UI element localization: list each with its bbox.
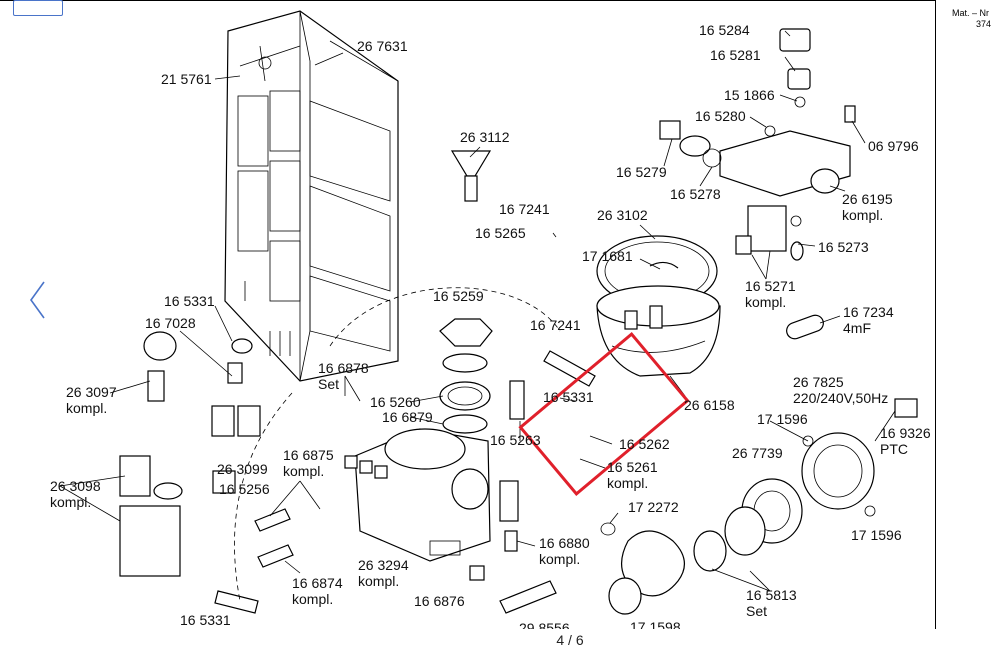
part-label: 16 6874 <box>292 575 343 591</box>
part-label: 16 6875 <box>283 447 334 463</box>
leader-lines <box>59 30 896 592</box>
part-label: 26 7631 <box>357 38 408 54</box>
part-label: 16 5278 <box>670 186 721 202</box>
part-label: 220/240V,50Hz <box>793 390 889 406</box>
part-label: 16 7241 <box>499 201 550 217</box>
part-label: 16 5261 <box>607 459 658 475</box>
part-label: 16 5262 <box>619 436 670 452</box>
part-label: 16 5271 <box>745 278 796 294</box>
part-label: 26 3294 <box>358 557 409 573</box>
part-label: kompl. <box>283 463 325 479</box>
part-label: 16 5263 <box>490 432 541 448</box>
material-number-label: Mat. – Nr <box>952 8 990 18</box>
part-label: 26 6195 <box>842 191 893 207</box>
part-label: 16 5284 <box>699 22 750 38</box>
part-label: kompl. <box>50 494 92 510</box>
part-label: 16 5281 <box>710 47 761 63</box>
part-label: 16 5256 <box>219 481 270 497</box>
part-label: 26 3112 <box>460 129 510 145</box>
part-label: 16 9326 <box>880 425 931 441</box>
part-label: PTC <box>880 441 908 457</box>
part-label: 16 5813 <box>746 587 797 603</box>
part-label: 16 5331 <box>164 293 215 309</box>
part-label: 16 7234 <box>843 304 894 320</box>
part-label: 16 5331 <box>180 612 231 628</box>
part-label: 16 6878 <box>318 360 369 376</box>
material-number-value: 374 <box>976 19 992 29</box>
page-indicator: 4 / 6 <box>556 632 584 648</box>
diagram-page: 26 7631 21 5761 26 3112 16 5284 16 5281 … <box>0 0 936 629</box>
left-parts-drawing <box>119 331 525 581</box>
part-label: 16 6880 <box>539 535 590 551</box>
hoses-drawing <box>214 350 596 614</box>
part-label: 26 3102 <box>597 207 648 223</box>
part-label: Set <box>318 376 340 392</box>
part-label: Set <box>746 603 768 619</box>
part-label: 16 6879 <box>382 409 433 425</box>
part-label: 21 5761 <box>161 71 212 87</box>
valve-block-drawing <box>659 28 856 261</box>
part-label: 26 7739 <box>732 445 783 461</box>
exploded-parts-diagram <box>59 10 918 615</box>
chevron-left-icon <box>30 281 45 319</box>
seals-stack-drawing <box>439 318 493 434</box>
part-label: 26 7825 <box>793 374 844 390</box>
part-label: 26 6158 <box>684 397 735 413</box>
part-label: 16 5265 <box>475 225 526 241</box>
part-label: 16 5260 <box>370 394 421 410</box>
part-label: 26 3098 <box>50 478 101 494</box>
heater-pump-drawing <box>801 398 918 517</box>
part-label: 16 5331 <box>543 389 594 405</box>
part-label: 26 3099 <box>217 461 268 477</box>
part-label: kompl. <box>292 591 334 607</box>
part-label: 06 9796 <box>868 138 919 154</box>
funnel-drawing <box>450 150 492 202</box>
pump-housing-drawing <box>600 522 685 615</box>
part-label: 16 5280 <box>695 108 746 124</box>
part-label: kompl. <box>358 573 400 589</box>
sump-assembly-drawing <box>596 235 721 377</box>
part-label: kompl. <box>842 207 884 223</box>
part-label: 16 5273 <box>818 239 869 255</box>
part-label: 29 8556 <box>519 620 570 630</box>
door-panel-drawing <box>224 10 399 382</box>
part-label: 17 1598 <box>630 619 681 630</box>
previous-page-button[interactable] <box>28 280 48 320</box>
part-label: kompl. <box>745 294 787 310</box>
part-label: kompl. <box>539 551 581 567</box>
part-label: 4mF <box>843 320 871 336</box>
part-label: 16 7028 <box>145 315 196 331</box>
water-softener-drawing <box>344 428 491 562</box>
adjacent-page-strip: Mat. – Nr 374 <box>936 0 995 628</box>
part-label: 16 6876 <box>414 593 465 609</box>
part-label: 17 2272 <box>628 499 679 515</box>
part-label: kompl. <box>607 475 649 491</box>
part-label: 17 1681 <box>582 248 633 264</box>
part-label: 17 1596 <box>851 527 902 543</box>
part-label: 15 1866 <box>724 87 775 103</box>
motor-drawing <box>693 478 803 572</box>
page-number-input[interactable] <box>13 0 63 16</box>
part-label: 16 5279 <box>616 164 667 180</box>
part-label: kompl. <box>66 400 108 416</box>
part-label: 26 3097 <box>66 384 117 400</box>
part-label: 16 7241 <box>530 317 581 333</box>
part-label: 17 1596 <box>757 411 808 427</box>
capacitor-drawing <box>786 314 824 340</box>
part-label: 16 5259 <box>433 288 484 304</box>
